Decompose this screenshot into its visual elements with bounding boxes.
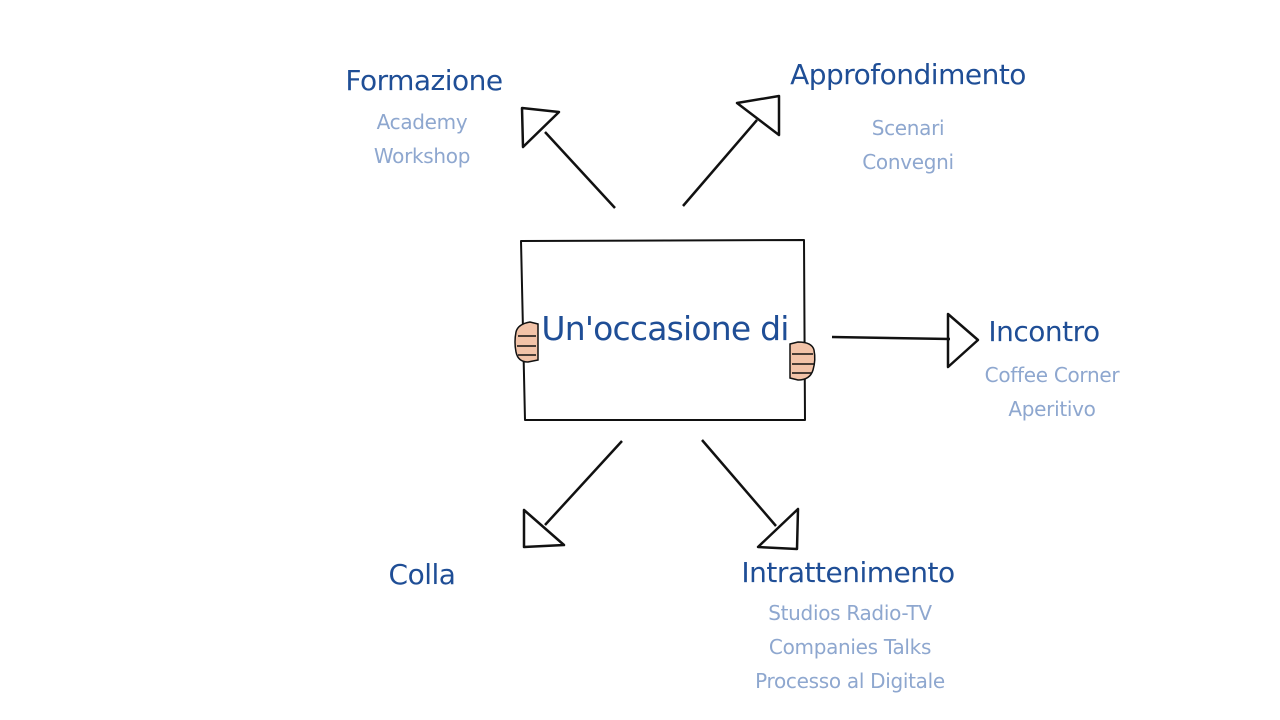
center-label: Un'occasione di [541, 309, 789, 348]
approfondimento-item: Convegni [862, 150, 954, 174]
arrow-intrattenimento [701, 439, 800, 551]
intrattenimento-item: Studios Radio-TV [768, 601, 932, 625]
approfondimento-item: Scenari [871, 116, 945, 140]
left-hand-icon [514, 321, 539, 363]
approfondimento-title: Approfondimento [790, 58, 1026, 91]
incontro-item: Coffee Corner [984, 363, 1120, 387]
intrattenimento-item: Processo al Digitale [755, 669, 945, 693]
arrow-formazione [520, 106, 616, 209]
arrow-colla [522, 440, 623, 549]
arrow-approfondimento [682, 94, 781, 207]
intrattenimento-title: Intrattenimento [741, 556, 955, 589]
colla-title: Colla [388, 558, 456, 591]
intrattenimento-items: Studios Radio-TV Companies Talks Process… [755, 596, 945, 698]
formazione-title: Formazione [345, 64, 503, 97]
incontro-item: Aperitivo [1008, 397, 1096, 421]
intrattenimento-item: Companies Talks [768, 635, 932, 659]
formazione-item: Academy [376, 110, 468, 134]
formazione-items: Academy Workshop [373, 105, 471, 173]
right-hand-icon [789, 341, 816, 381]
arrow-incontro [831, 312, 980, 369]
formazione-item: Workshop [373, 144, 471, 168]
incontro-title: Incontro [988, 315, 1100, 348]
approfondimento-items: Scenari Convegni [862, 111, 954, 179]
incontro-items: Coffee Corner Aperitivo [985, 358, 1120, 426]
